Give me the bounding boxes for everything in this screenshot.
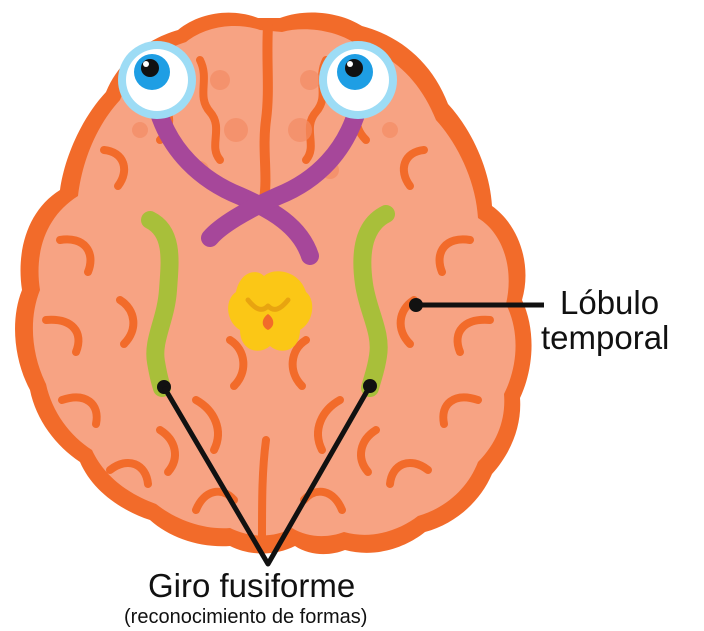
temporal-lobe-label-line1: Lóbulo: [560, 284, 659, 322]
right-eye: [319, 41, 397, 119]
fusiform-gyrus-label: Giro fusiforme: [148, 567, 355, 605]
longitudinal-fissure: [264, 26, 268, 200]
fusiform-gyrus-sublabel: (reconocimiento de formas): [124, 606, 367, 629]
left-eye: [118, 41, 196, 119]
temporal-lobe-label-line2: temporal: [541, 319, 669, 357]
